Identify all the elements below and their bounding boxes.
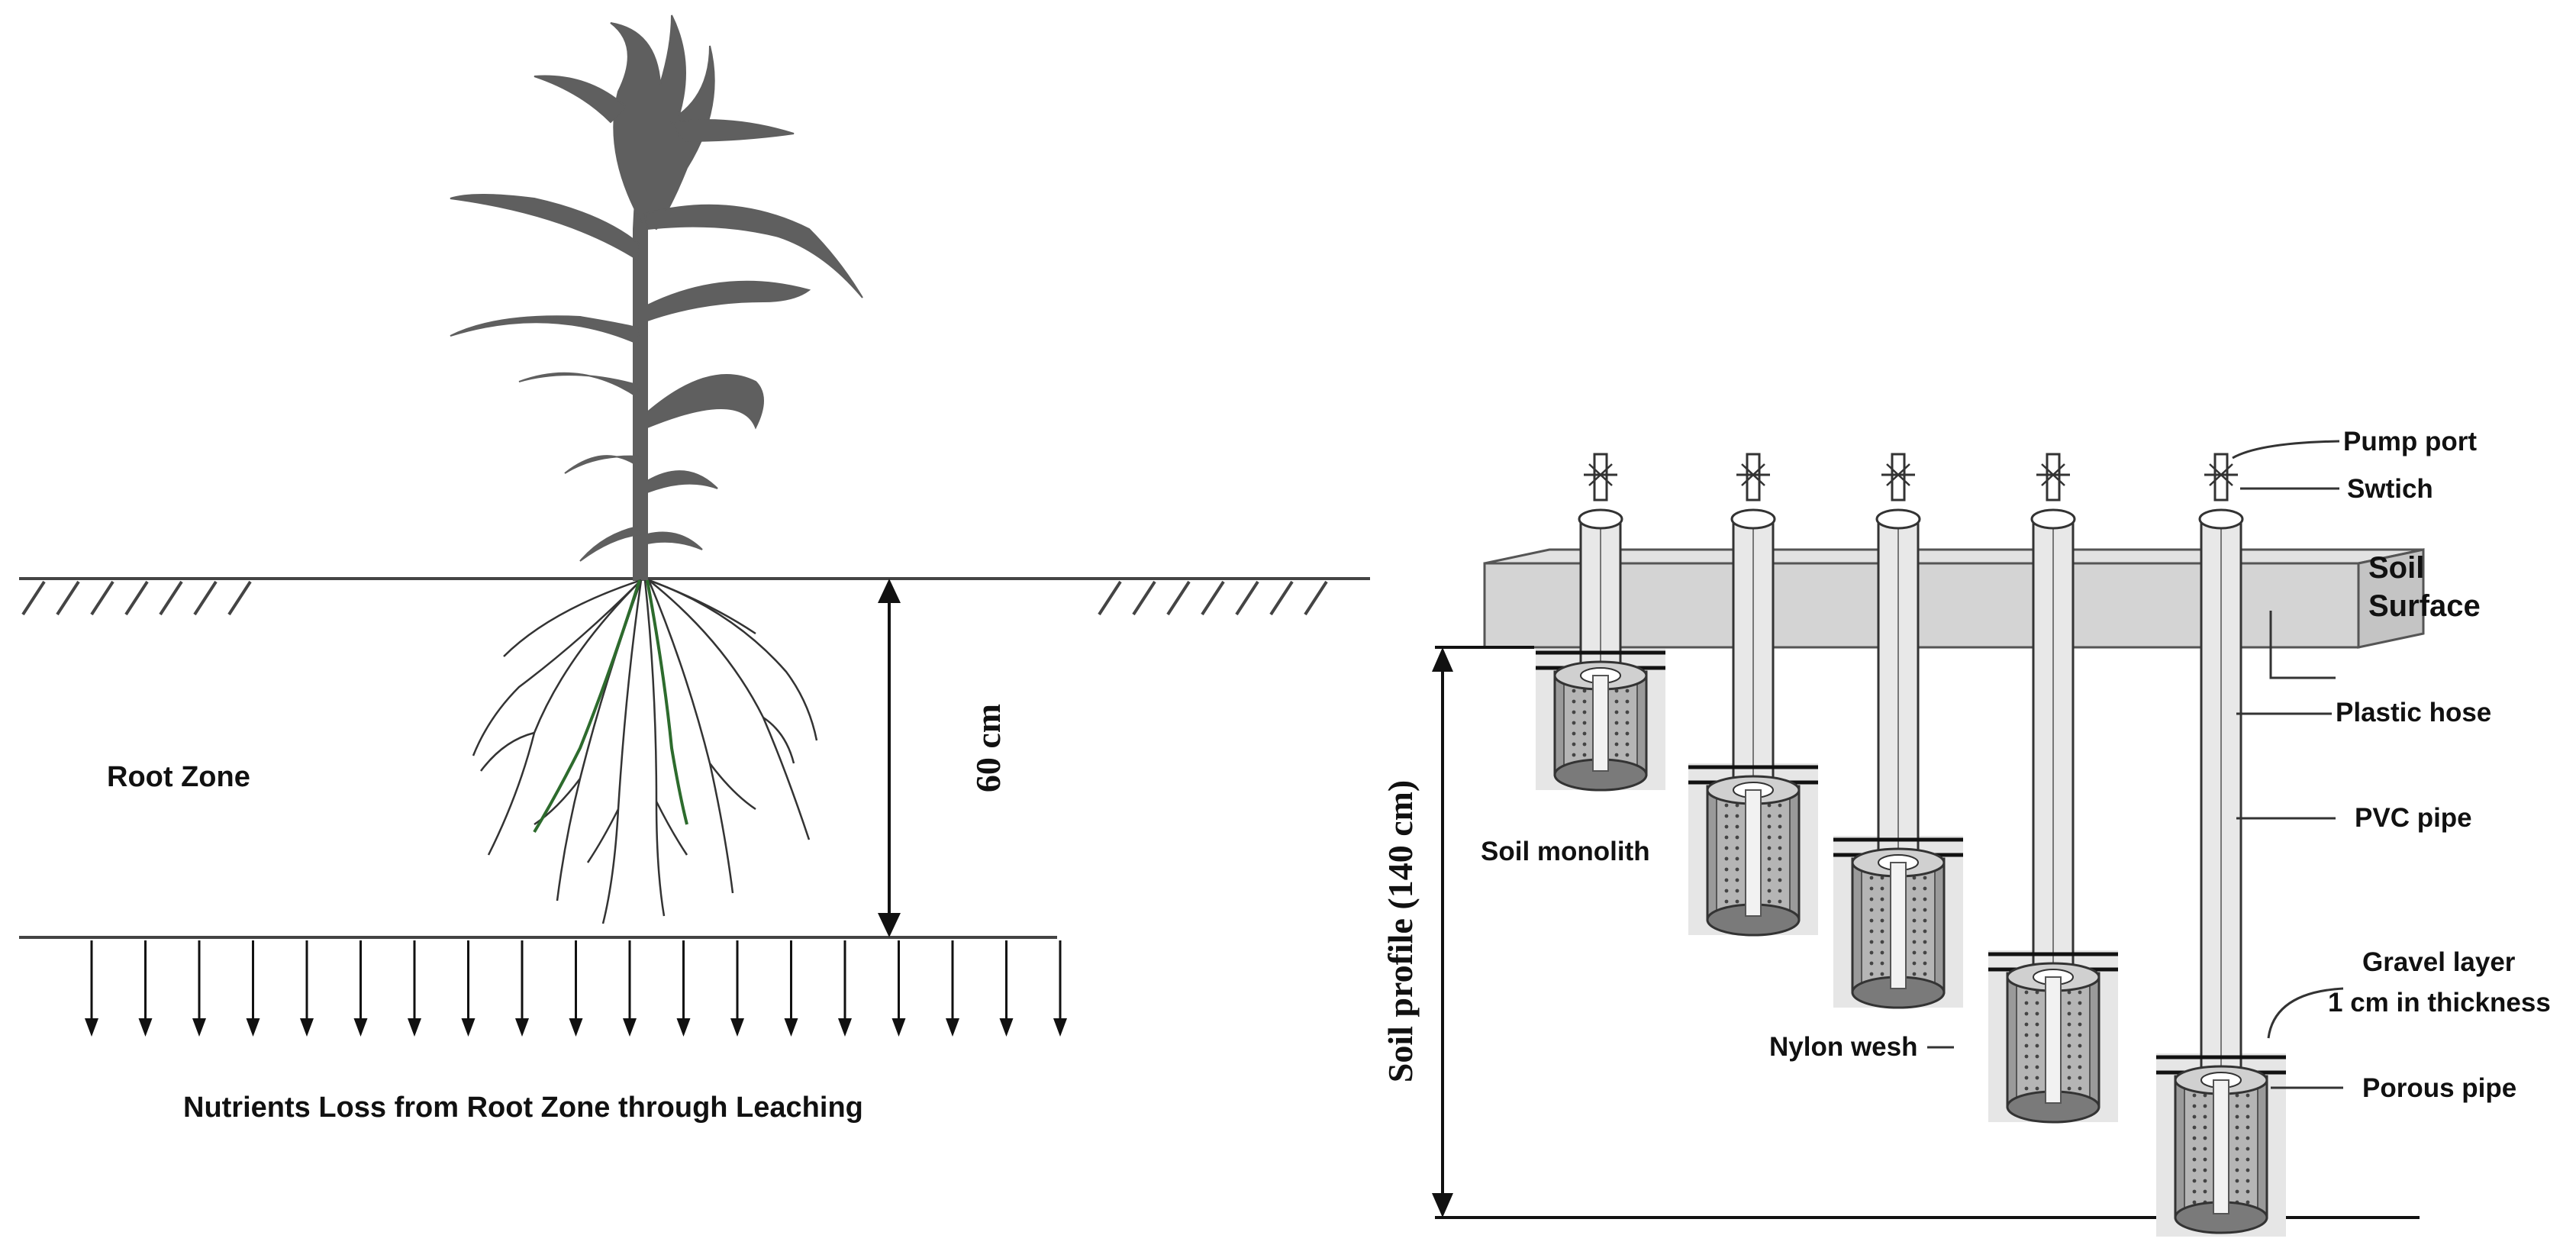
leaching-arrow — [515, 940, 529, 1037]
porous-pipe-label: Porous pipe — [2362, 1073, 2516, 1103]
soil-surface-label-line1: Soil — [2368, 551, 2424, 585]
leaching-arrow — [784, 940, 798, 1037]
leaching-arrow — [461, 940, 476, 1037]
lysimeter-column — [2156, 453, 2286, 1237]
left-panel: 60 cm Root Zone Nutrients Loss from Root… — [19, 15, 1378, 1233]
switch-label: Swtich — [2347, 474, 2433, 504]
leaching-arrow — [1053, 940, 1067, 1037]
leaching-arrow — [838, 940, 852, 1037]
leaching-arrow — [569, 940, 583, 1037]
profile-label: Soil profile (140 cm) — [1381, 780, 1420, 1082]
lysimeter-column — [1536, 453, 1665, 792]
ground-hatch-left — [21, 580, 252, 616]
lysimeter-columns — [1536, 453, 2286, 1237]
soil-surface-label-line2: Surface — [2368, 589, 2481, 623]
root-zone-label: Root Zone — [107, 761, 250, 793]
soil-surface-block — [1483, 548, 2425, 649]
leaching-arrow — [891, 940, 906, 1037]
lysimeter-column — [1688, 453, 1818, 937]
leaching-arrow — [676, 940, 691, 1037]
leaching-arrow — [353, 940, 368, 1037]
leaching-arrow — [192, 940, 206, 1037]
pump-port-label: Pump port — [2343, 427, 2477, 456]
leaching-arrow — [85, 940, 98, 1037]
roots-green — [533, 579, 688, 834]
leaching-arrow — [999, 940, 1014, 1037]
leaching-arrow — [408, 940, 421, 1037]
leaching-arrow — [946, 940, 959, 1037]
lysimeter-column — [1988, 453, 2118, 1124]
leaching-arrow — [730, 940, 744, 1037]
corn-plant — [450, 15, 863, 581]
leaching-arrow — [300, 940, 314, 1037]
lysimeter-column — [1833, 453, 1963, 1009]
soil-monolith-label: Soil monolith — [1481, 837, 1650, 866]
depth-label: 60 cm — [969, 704, 1008, 792]
leaching-arrow — [138, 940, 153, 1037]
leaching-arrow — [246, 940, 260, 1037]
right-panel: Soil profile (140 cm) Pump port Swtich S… — [1381, 427, 2551, 1237]
callout-lines — [1927, 440, 2344, 1089]
gravel-layer-label-line2: 1 cm in thickness — [2328, 988, 2551, 1018]
leaching-arrows — [85, 940, 1067, 1037]
plastic-hose-label: Plastic hose — [2336, 698, 2491, 727]
roots — [472, 579, 818, 924]
gravel-layer-label-line1: Gravel layer — [2362, 947, 2516, 977]
depth-dimension-arrow — [878, 579, 901, 937]
leaching-caption: Nutrients Loss from Root Zone through Le… — [183, 1092, 863, 1124]
leaching-arrow — [623, 940, 637, 1037]
nylon-wesh-label: Nylon wesh — [1769, 1032, 1917, 1062]
pvc-pipe-label: PVC pipe — [2355, 803, 2472, 833]
ground-hatch-right — [1098, 580, 1328, 616]
